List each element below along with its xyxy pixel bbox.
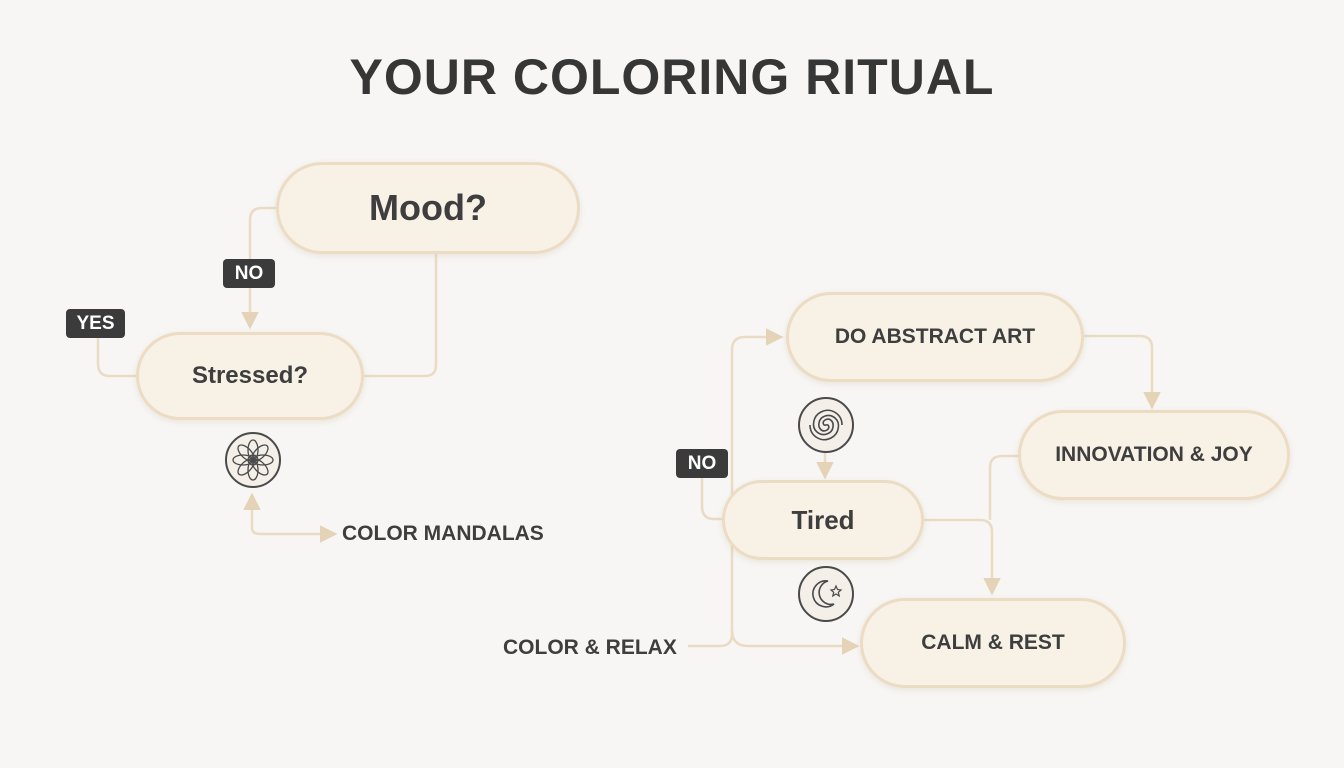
connector-no-to-tired <box>700 478 722 521</box>
connector-to-color-mandalas <box>250 525 338 543</box>
connector-tired-to-calm <box>922 518 1001 596</box>
label-color-relax: COLOR & RELAX <box>503 636 677 659</box>
connector-relax-to-calm <box>730 629 860 655</box>
diagram-title: YOUR COLORING RITUAL <box>349 49 995 105</box>
node-do-abstract-art: DO ABSTRACT ART <box>786 292 1084 382</box>
spiral-icon <box>798 397 854 453</box>
node-calm-rest: CALM & REST <box>860 598 1126 688</box>
connector-innovation-to-tired <box>988 454 1020 520</box>
connector-abstract-to-innovation <box>1082 334 1161 410</box>
mandala-icon <box>225 432 281 488</box>
badge-no-tired: NO <box>676 449 728 478</box>
badge-yes-stressed: YES <box>66 309 125 338</box>
label-color-mandalas: COLOR MANDALAS <box>342 522 544 545</box>
moon-star-icon <box>798 566 854 622</box>
node-tired: Tired <box>722 480 924 560</box>
node-mood: Mood? <box>276 162 580 254</box>
node-stressed: Stressed? <box>136 332 364 420</box>
connector-mood-to-stressed <box>241 206 276 330</box>
node-innovation-joy: INNOVATION & JOY <box>1018 410 1290 500</box>
badge-no-mood: NO <box>223 259 275 288</box>
connector-stressed-to-mood <box>362 254 438 378</box>
connector-stressed-yes <box>96 338 136 378</box>
